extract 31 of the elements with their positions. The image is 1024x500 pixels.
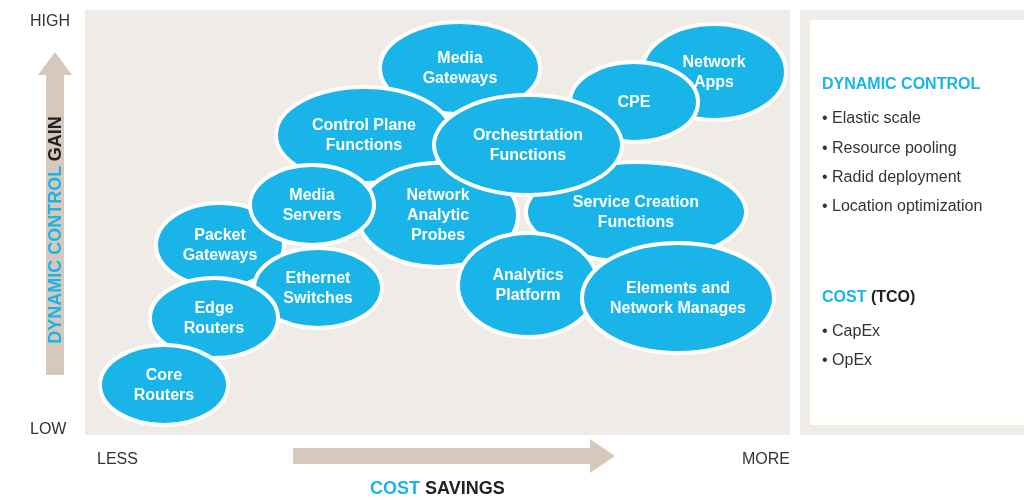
section-heading: DYNAMIC CONTROL	[822, 75, 981, 93]
list-item: • CapEx	[822, 322, 881, 340]
bubble-label: Analytics Platform	[491, 265, 565, 305]
bubble-label: Service Creation Functions	[571, 192, 701, 232]
section-heading: COST (TCO)	[822, 288, 916, 306]
bubble-label: Edge Routers	[182, 298, 246, 338]
bubble-label: Packet Gateways	[181, 225, 259, 265]
axis-end-label: LOW	[30, 420, 67, 438]
list-item: • OpEx	[822, 351, 873, 369]
axis-end-label: MORE	[742, 450, 790, 468]
bubble-label: Media Servers	[281, 185, 343, 225]
bubble	[250, 165, 374, 245]
axis-end-label: LESS	[97, 450, 138, 468]
axis-end-label: HIGH	[30, 12, 70, 30]
bubble-label: Control Plane Functions	[311, 115, 417, 155]
axis-title: DYNAMIC CONTROL GAIN	[44, 116, 66, 344]
bubble-label: Elements and Network Manages	[608, 278, 747, 318]
list-item: • Location optimization	[822, 197, 983, 215]
bubble-label: Core Routers	[132, 365, 196, 405]
bubble-label: Network Apps	[681, 52, 747, 92]
bubble-label: Network Analytic Probes	[405, 185, 471, 245]
bubble	[100, 345, 228, 425]
bubble-label: CPE	[616, 92, 652, 112]
list-item: • Radid deployment	[822, 168, 961, 186]
bubble-label: Ethernet Switches	[282, 268, 354, 308]
axis-title: COST SAVINGS	[370, 478, 505, 499]
bubble-label: Media Gateways	[421, 48, 499, 88]
list-item: • Elastic scale	[822, 109, 921, 127]
bubble-label: Orchestrtation Functions	[471, 125, 585, 165]
bubble	[582, 243, 774, 353]
list-item: • Resource pooling	[822, 139, 957, 157]
